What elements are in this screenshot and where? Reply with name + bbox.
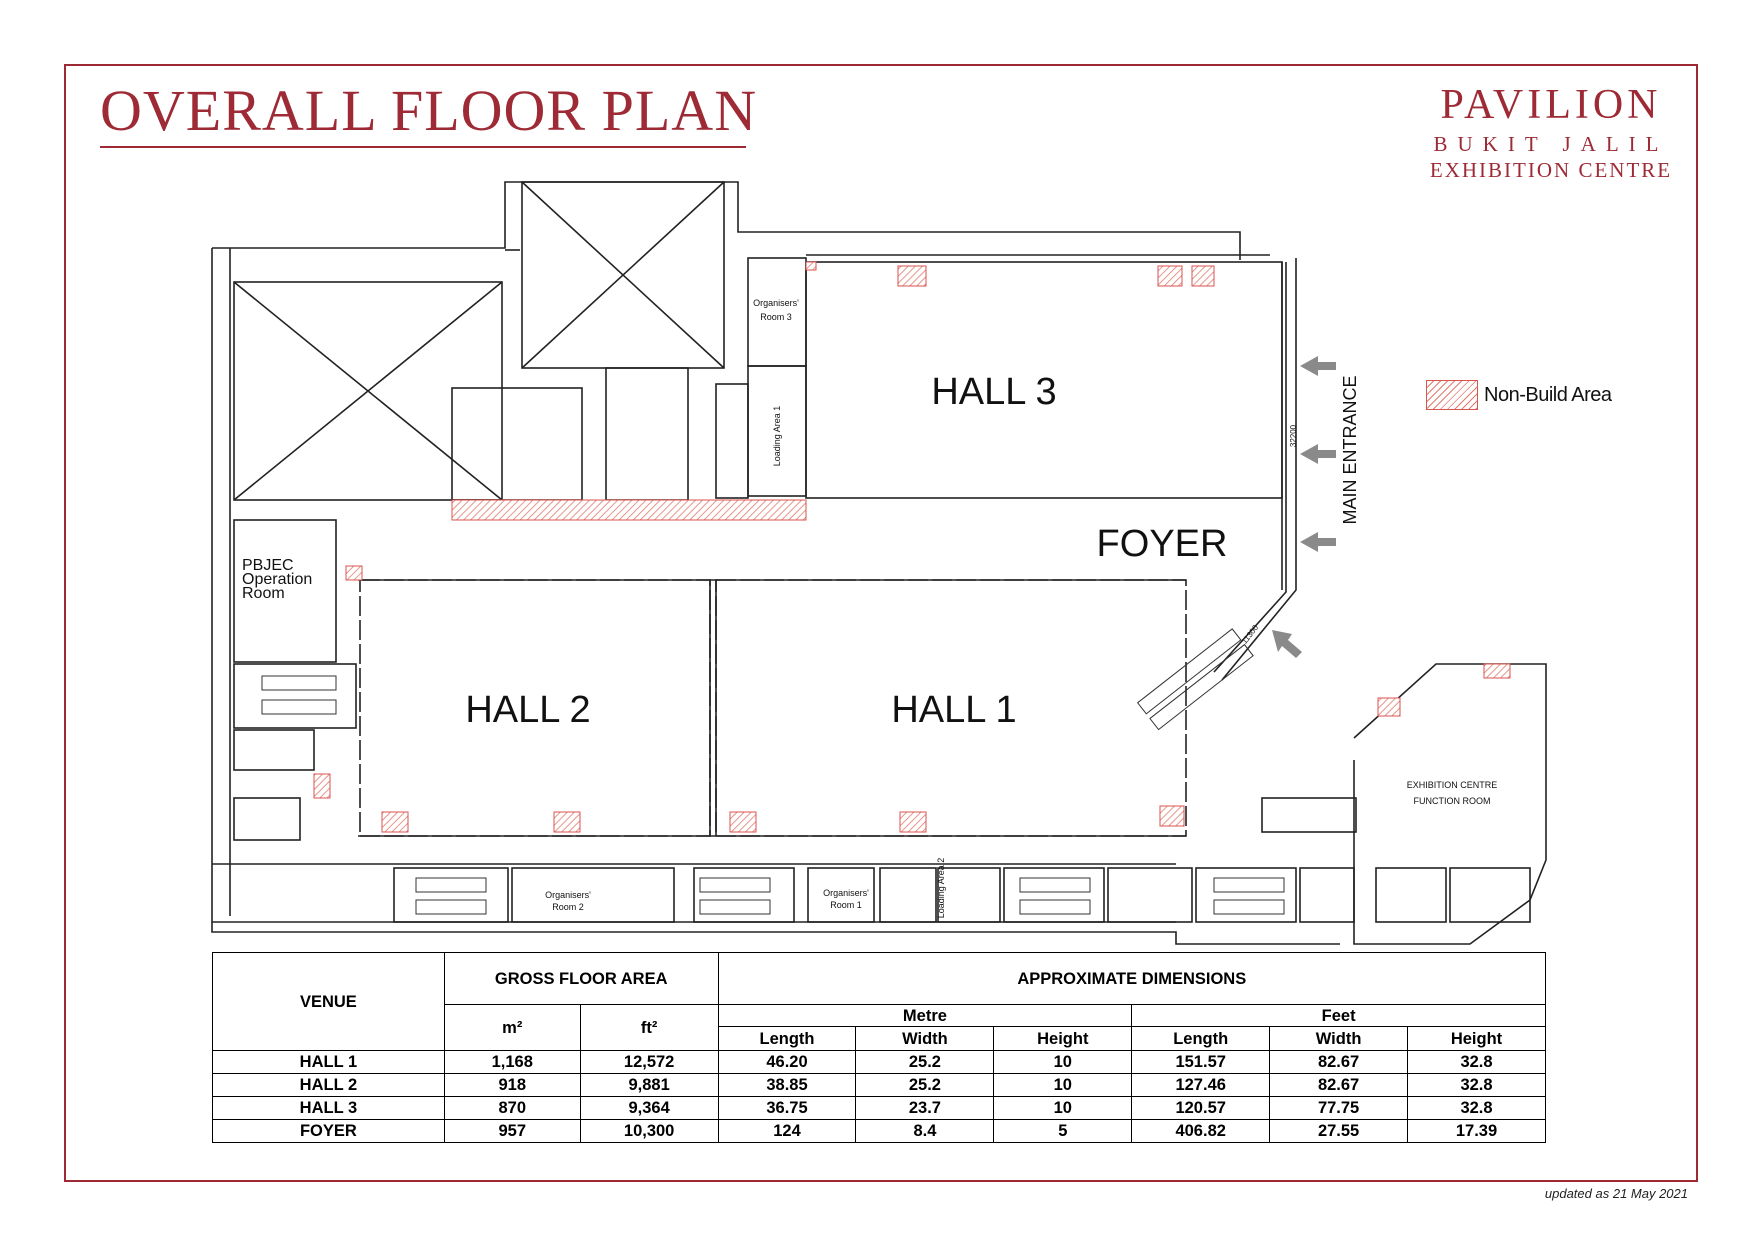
feet-length-cell: 127.46 [1131, 1073, 1271, 1097]
brand-line-3: EXHIBITION CENTRE [1429, 158, 1673, 182]
non-build-areas [313, 261, 1511, 833]
organisers-room-2-line-1: Organisers' [545, 890, 591, 900]
metre-length-cell: 46.20 [717, 1050, 857, 1074]
page-title: OVERALL FLOOR PLAN [100, 78, 758, 143]
metre-width-cell: 8.4 [855, 1119, 995, 1143]
feet-width-header: Width [1269, 1026, 1409, 1051]
operation-room-line-2: Operation [242, 571, 312, 588]
feet-height-cell: 32.8 [1407, 1073, 1546, 1097]
feet-width-cell: 82.67 [1269, 1050, 1409, 1074]
metre-length-header: Length [717, 1026, 857, 1051]
brand-logo: PAVILION BUKIT JALIL EXHIBITION CENTRE [1416, 82, 1686, 182]
organisers-room-1-line-1: Organisers' [823, 888, 869, 898]
diagonal-dimension: 11300 [1240, 623, 1261, 646]
venue-cell: HALL 2 [212, 1073, 445, 1097]
table-row: FOYER 957 10,300 124 8.4 5 406.82 27.55 … [212, 1119, 1546, 1143]
metre-length-cell: 38.85 [717, 1073, 857, 1097]
function-room-line-1: EXHIBITION CENTRE [1407, 780, 1498, 790]
feet-height-cell: 32.8 [1407, 1096, 1546, 1120]
m2-cell: 1,168 [443, 1050, 581, 1074]
organisers-room-1-line-2: Room 1 [830, 900, 862, 910]
operation-room-line-1: PBJEC [242, 557, 294, 574]
feet-width-cell: 27.55 [1269, 1119, 1409, 1143]
m2-cell: 870 [443, 1096, 581, 1120]
loading-area-1-label: Loading Area 1 [772, 406, 782, 467]
room-labels: Organisers' Room 3 Organisers' Room 2 Or… [545, 298, 1497, 918]
venue-cell: HALL 3 [212, 1096, 445, 1120]
metre-height-header: Height [993, 1026, 1133, 1051]
legend: Non-Build Area [1426, 380, 1612, 410]
feet-width-cell: 77.75 [1269, 1096, 1409, 1120]
foyer-label: FOYER [1097, 523, 1228, 565]
escalators [261, 628, 1285, 915]
hall-2-label: HALL 2 [465, 689, 590, 731]
ft2-cell: 9,364 [579, 1096, 719, 1120]
feet-height-header: Height [1407, 1026, 1546, 1051]
organisers-room-2-line-2: Room 2 [552, 902, 584, 912]
metre-length-cell: 36.75 [717, 1096, 857, 1120]
feet-height-cell: 32.8 [1407, 1050, 1546, 1074]
metre-height-cell: 5 [993, 1119, 1133, 1143]
loading-area-2-label: Loading Area 2 [936, 858, 946, 919]
m2-header: m² [443, 1004, 581, 1051]
venue-cell: FOYER [212, 1119, 445, 1143]
feet-width-cell: 82.67 [1269, 1073, 1409, 1097]
metre-width-cell: 25.2 [855, 1050, 995, 1074]
hall-1-label: HALL 1 [891, 689, 1016, 731]
operation-room-label: PBJEC Operation Room [242, 557, 312, 602]
ft2-cell: 9,881 [579, 1073, 719, 1097]
metre-width-header: Width [855, 1026, 995, 1051]
feet-length-cell: 406.82 [1131, 1119, 1271, 1143]
updated-date: updated as 21 May 2021 [1544, 1186, 1688, 1201]
metre-height-cell: 10 [993, 1050, 1133, 1074]
venue-cell: HALL 1 [212, 1050, 445, 1074]
hall-3-label: HALL 3 [931, 371, 1056, 413]
brand-line-2: BUKIT JALIL [1433, 132, 1669, 156]
non-build-area-swatch [1426, 380, 1478, 410]
organisers-room-3-line-1: Organisers' [753, 298, 799, 308]
venue-header: VENUE [212, 952, 445, 1051]
ft2-cell: 12,572 [579, 1050, 719, 1074]
gfa-header: GROSS FLOOR AREA [443, 952, 719, 1005]
operation-room-line-3: Room [242, 585, 285, 602]
feet-length-header: Length [1131, 1026, 1271, 1051]
m2-cell: 918 [443, 1073, 581, 1097]
entrance-arrows [1272, 356, 1336, 658]
metre-height-cell: 10 [993, 1096, 1133, 1120]
ft2-header: ft² [579, 1004, 719, 1051]
table-row: HALL 3 870 9,364 36.75 23.7 10 120.57 77… [212, 1096, 1546, 1120]
brand-line-1: PAVILION [1440, 82, 1662, 128]
feet-header: Feet [1131, 1004, 1546, 1027]
entrance-dimension: 32200 [1289, 424, 1298, 447]
metre-header: Metre [717, 1004, 1133, 1027]
title-underline [100, 146, 746, 148]
function-room-line-2: FUNCTION ROOM [1414, 796, 1491, 806]
outer-walls [211, 181, 1547, 945]
m2-cell: 957 [443, 1119, 581, 1143]
ft2-cell: 10,300 [579, 1119, 719, 1143]
feet-length-cell: 151.57 [1131, 1050, 1271, 1074]
legend-non-build-area: Non-Build Area [1484, 383, 1612, 406]
metre-width-cell: 23.7 [855, 1096, 995, 1120]
table-row: HALL 1 1,168 12,572 46.20 25.2 10 151.57… [212, 1050, 1546, 1074]
feet-length-cell: 120.57 [1131, 1096, 1271, 1120]
main-entrance-label: MAIN ENTRANCE [1340, 375, 1360, 524]
feet-height-cell: 17.39 [1407, 1119, 1546, 1143]
metre-height-cell: 10 [993, 1073, 1133, 1097]
table-row: HALL 2 918 9,881 38.85 25.2 10 127.46 82… [212, 1073, 1546, 1097]
metre-width-cell: 25.2 [855, 1073, 995, 1097]
metre-length-cell: 124 [717, 1119, 857, 1143]
dimensions-table: VENUE GROSS FLOOR AREA APPROXIMATE DIMEN… [212, 952, 1547, 1143]
dimensions-header: APPROXIMATE DIMENSIONS [717, 952, 1547, 1005]
organisers-room-3-line-2: Room 3 [760, 312, 792, 322]
page-frame [64, 64, 1698, 1182]
